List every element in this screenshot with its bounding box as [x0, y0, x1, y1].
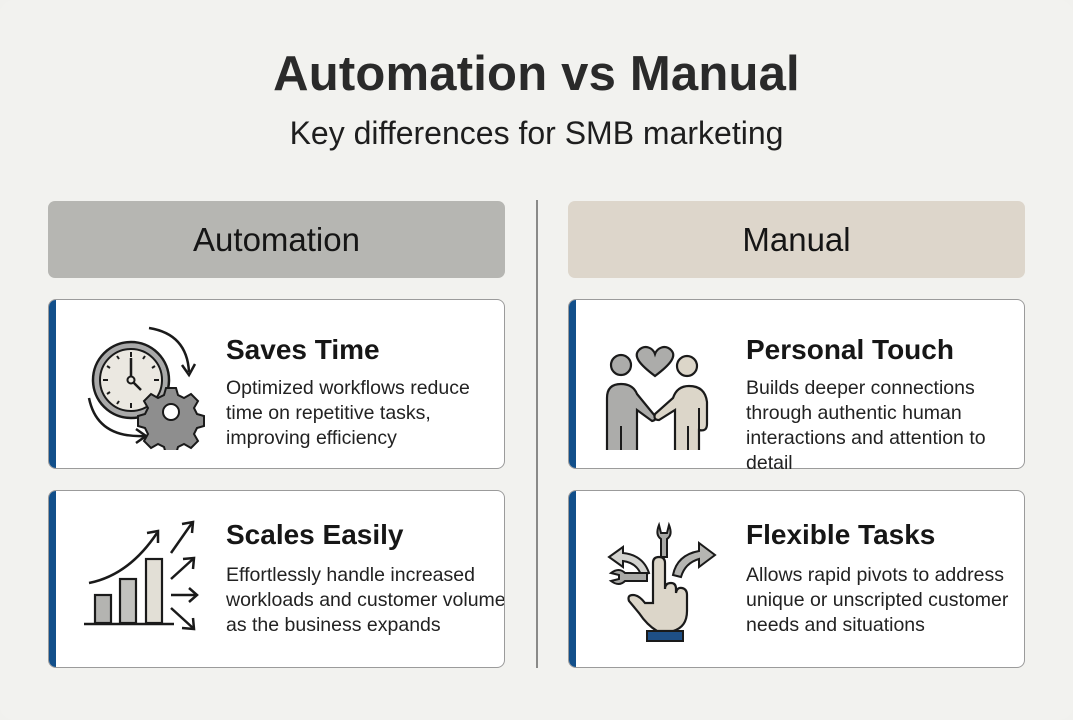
card-saves-time: Saves Time Optimized workflows reduce ti…	[48, 299, 505, 469]
manual-column-header: Manual	[568, 201, 1025, 278]
card-description: Effortlessly handle increased workloads …	[226, 564, 505, 636]
card-title: Scales Easily	[226, 519, 404, 550]
card-description: Builds deeper connections through authen…	[746, 377, 986, 474]
card-title: Flexible Tasks	[746, 519, 936, 550]
page-title: Automation vs Manual	[273, 47, 800, 101]
automation-column-header: Automation	[48, 201, 505, 278]
hand-wrench-arrows-icon	[607, 521, 717, 642]
handshake-heart-icon	[605, 345, 709, 450]
page-subtitle: Key differences for SMB marketing	[289, 115, 784, 151]
card-description: Optimized workflows reduce time on repet…	[226, 377, 470, 449]
card-title: Saves Time	[226, 334, 380, 365]
card-title: Personal Touch	[746, 334, 954, 365]
card-flexible-tasks: Flexible Tasks Allows rapid pivots to ad…	[568, 490, 1025, 668]
growth-chart-arrows-icon	[84, 520, 199, 631]
card-scales-easily: Scales Easily Effortlessly handle increa…	[48, 490, 505, 668]
column-divider	[536, 200, 538, 668]
card-personal-touch: Personal Touch Builds deeper connections…	[568, 299, 1025, 474]
card-description: Allows rapid pivots to address unique or…	[746, 564, 1009, 636]
clock-gear-cycle-icon	[87, 326, 205, 450]
